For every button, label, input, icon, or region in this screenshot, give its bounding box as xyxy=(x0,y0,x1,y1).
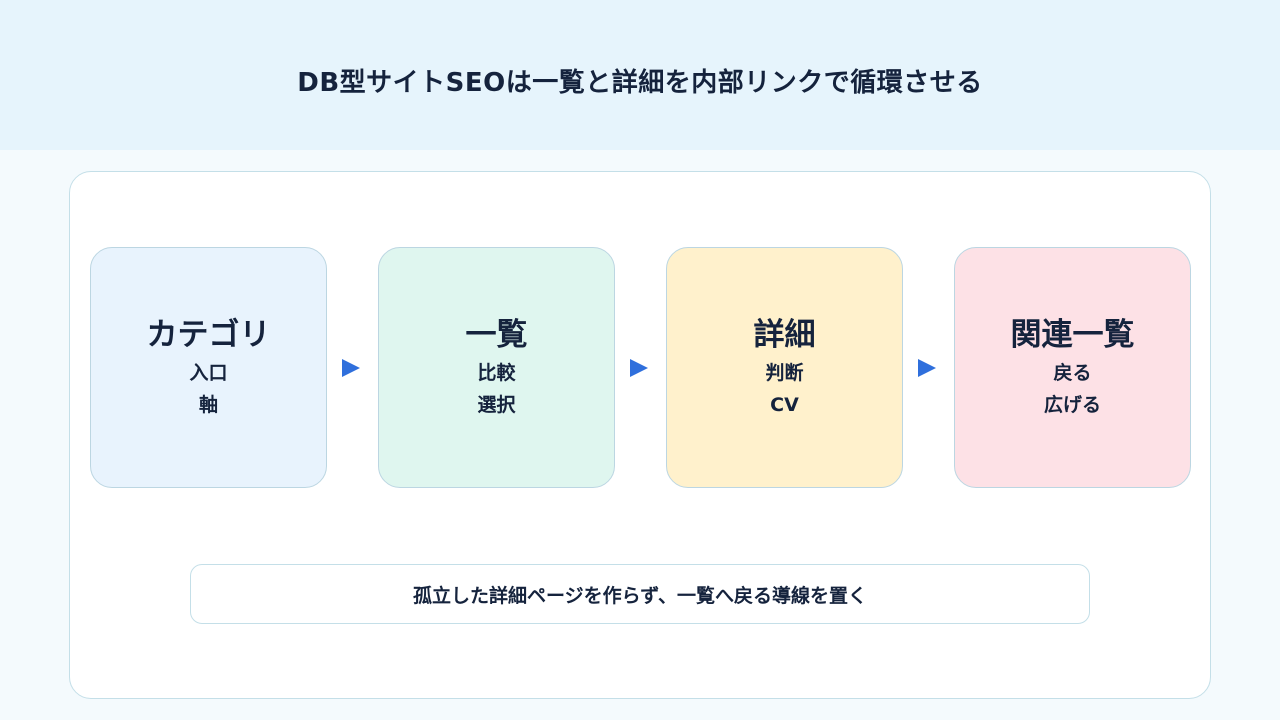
arrow-right-shape xyxy=(342,359,360,377)
step-line: 軸 xyxy=(198,393,218,416)
step-line: CV xyxy=(770,393,799,416)
step-card-category: カテゴリ 入口 軸 xyxy=(90,247,327,488)
header-band: DB型サイトSEOは一覧と詳細を内部リンクで循環させる xyxy=(0,0,1280,150)
step-card-related-list: 関連一覧 戻る 広げる xyxy=(954,247,1191,488)
arrow-right-icon xyxy=(630,359,648,377)
step-title: 詳細 xyxy=(753,316,816,353)
step-line: 入口 xyxy=(189,361,228,384)
step-card-detail: 詳細 判断 CV xyxy=(666,247,903,488)
arrow-right-shape xyxy=(918,359,936,377)
footnote-text: 孤立した詳細ページを作らず、一覧へ戻る導線を置く xyxy=(413,584,867,607)
step-title: 一覧 xyxy=(465,316,528,353)
step-line: 広げる xyxy=(1043,393,1101,416)
step-line: 判断 xyxy=(765,361,804,384)
step-title: カテゴリ xyxy=(146,316,271,353)
step-title: 関連一覧 xyxy=(1010,316,1135,353)
step-line: 戻る xyxy=(1053,361,1092,384)
arrow-right-shape xyxy=(630,359,648,377)
step-line: 比較 xyxy=(477,361,516,384)
step-line: 選択 xyxy=(477,393,516,416)
page-title: DB型サイトSEOは一覧と詳細を内部リンクで循環させる xyxy=(297,67,983,98)
step-card-list: 一覧 比較 選択 xyxy=(378,247,615,488)
footnote-box: 孤立した詳細ページを作らず、一覧へ戻る導線を置く xyxy=(190,564,1090,624)
arrow-right-icon xyxy=(918,359,936,377)
arrow-right-icon xyxy=(342,359,360,377)
